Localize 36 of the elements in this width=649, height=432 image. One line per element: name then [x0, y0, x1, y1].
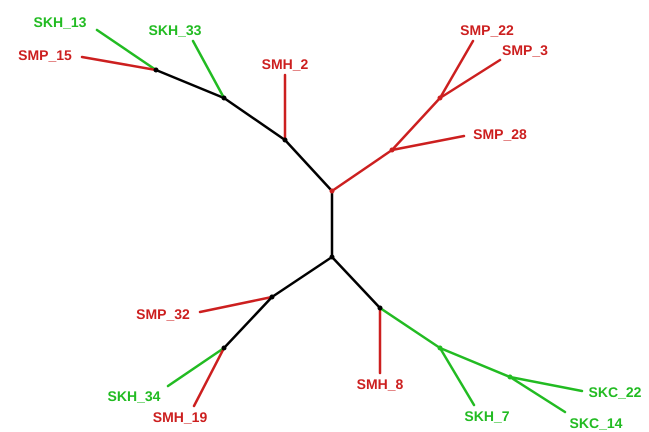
tree-branch	[222, 296, 274, 350]
branch-point	[508, 374, 512, 380]
branch-point	[154, 68, 158, 72]
branch-point	[438, 96, 442, 100]
leaf-label: SKH_33	[148, 22, 202, 38]
tree-branch	[192, 40, 226, 100]
leaf-label: SMP_3	[502, 42, 548, 58]
leaf-label: SKH_7	[464, 408, 510, 424]
tree-branch	[330, 256, 382, 310]
tree-branch	[284, 138, 334, 192]
tree-branch	[222, 96, 286, 142]
tree-branch	[270, 256, 334, 298]
leaf-label: SKH_13	[34, 14, 86, 30]
branch-point	[330, 188, 334, 194]
tree-branch	[508, 376, 566, 414]
leaf-label: SKC_22	[588, 384, 642, 400]
leaf-label: SKH_34	[108, 388, 160, 404]
leaf-label: SMP_32	[136, 306, 190, 322]
leaf-label: SMH_19	[152, 409, 208, 425]
leaf-label: SMP_15	[18, 47, 72, 63]
branch-point	[222, 96, 226, 100]
branch-point	[282, 138, 288, 142]
leaf-label: SMH_2	[262, 56, 308, 72]
leaf-label: SMP_22	[460, 22, 514, 38]
branch-point	[438, 346, 442, 350]
branch-point	[270, 294, 274, 300]
branch-point	[378, 306, 382, 310]
branch-point	[222, 346, 226, 350]
tree-branch	[330, 148, 394, 192]
tree-branch	[192, 346, 226, 408]
leaf-label: SMP_28	[473, 126, 527, 142]
leaf-label: SMH_8	[356, 376, 404, 392]
tree-branch	[378, 306, 442, 350]
branch-point	[330, 254, 334, 260]
branch-point	[390, 148, 394, 152]
leaf-label: SKC_14	[570, 415, 622, 431]
